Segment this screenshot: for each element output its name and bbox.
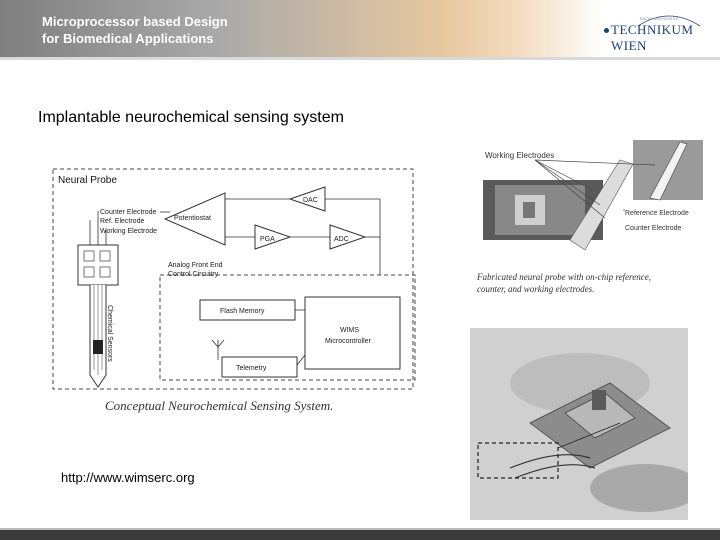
neurochemical-block-diagram: Neural Probe Counter Electrode Ref. Elec… <box>52 168 416 413</box>
logo-arc-icon <box>637 15 701 27</box>
wims-label: WIMS <box>340 327 359 334</box>
controller-boundary <box>159 274 416 381</box>
adc-label: ADC <box>334 236 349 243</box>
header-divider <box>0 57 720 60</box>
technikum-wien-logo: FACHHOCHSCHULE TECHNIKUM WIEN <box>604 15 714 53</box>
reference-electrode-label: Reference Electrode <box>625 210 689 217</box>
photo-caption-line2: counter, and working electrodes. <box>477 284 594 294</box>
course-title-line2: for Biomedical Applications <box>42 31 214 46</box>
neural-probe-label: Neural Probe <box>58 175 117 186</box>
course-title-line1: Microprocessor based Design <box>42 14 228 29</box>
footer-bar <box>0 530 720 540</box>
antenna-icon <box>211 339 225 360</box>
working-electrodes-label: Working Electrodes <box>485 151 554 160</box>
counter-electrode-label: Counter Electrode <box>100 209 157 216</box>
telemetry-block <box>221 356 298 378</box>
wims-microcontroller-block <box>304 296 401 370</box>
implant-module-photo <box>470 328 688 520</box>
telemetry-label: Telemetry <box>236 365 267 372</box>
pga-label: PGA <box>260 236 275 243</box>
highlight-box <box>477 442 559 479</box>
potentiostat-label: Potentiostat <box>174 215 211 222</box>
logo-text: TECHNIKUM WIEN <box>611 22 694 53</box>
slide-title: Implantable neurochemical sensing system <box>38 109 344 126</box>
ref-electrode-label: Ref. Electrode <box>100 218 144 225</box>
header-banner: Microprocessor based Design for Biomedic… <box>0 0 720 57</box>
dac-label: DAC <box>303 197 318 204</box>
control-circuitry-label: Control Circuitry <box>168 271 219 278</box>
fabricated-probe-photo: Working Electrodes Reference Electrode C… <box>476 140 703 294</box>
source-link[interactable]: http://www.wimserc.org <box>61 470 195 485</box>
probe-boundary <box>52 168 414 390</box>
chemical-sensors-label: Chemical Sensors <box>106 305 113 362</box>
potentiostat-amplifier <box>163 192 226 246</box>
counter-electrode-photo-label: Counter Electrode <box>625 225 682 232</box>
photo-caption-line1: Fabricated neural probe with on-chip ref… <box>476 272 651 282</box>
diagram-caption: Conceptual Neurochemical Sensing System. <box>105 398 333 413</box>
microcontroller-label: Microcontroller <box>325 338 372 345</box>
analog-front-end-label: Analog Front End <box>168 262 223 269</box>
course-title: Microprocessor based Design for Biomedic… <box>42 13 228 47</box>
probe-icon <box>77 244 119 388</box>
flash-memory-label: Flash Memory <box>220 308 265 315</box>
working-electrode-label: Working Electrode <box>100 228 157 235</box>
footer-divider <box>0 528 720 530</box>
logo-subtext: FACHHOCHSCHULE <box>640 16 679 21</box>
logo-dot-icon <box>604 28 609 33</box>
